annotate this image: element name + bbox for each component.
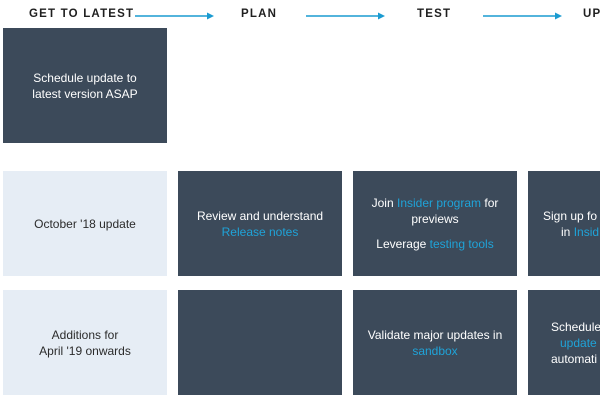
row2-label-line-1: Additions for [51, 327, 119, 342]
plan-box-row2 [178, 290, 342, 395]
sandbox-link[interactable]: sandbox [412, 343, 458, 358]
test-box-line-2: previews [411, 212, 459, 226]
partial-in-text: in [561, 224, 574, 239]
plan-box-row1: Review and understand Release notes [178, 171, 342, 276]
insider-program-link[interactable]: Insider program [396, 196, 482, 210]
test-box-line-1: Join Insider program for [372, 195, 499, 211]
test-row2-line-1: Validate major updates in [367, 327, 503, 342]
header-partial: UP [583, 8, 600, 20]
arrow-icon [135, 12, 214, 20]
partial-row1-line-2: in Insid [543, 224, 599, 240]
test-box-row1: Join Insider program for previews Levera… [353, 171, 517, 276]
update-partial-link[interactable]: update [560, 335, 597, 350]
row-label-october-18: October '18 update [3, 171, 167, 276]
row2-label-line-2: April '19 onwards [39, 343, 131, 358]
partial-box-row2: Schedule update automati [528, 290, 600, 395]
row-label-april-19: Additions for April '19 onwards [3, 290, 167, 395]
schedule-line-2: latest version ASAP [32, 86, 138, 101]
header-test: TEST [417, 8, 452, 20]
schedule-update-box: Schedule update to latest version ASAP [3, 28, 167, 143]
header-plan: PLAN [241, 8, 278, 20]
test-box-line-3: Leverage testing tools [376, 236, 493, 252]
testing-tools-link[interactable]: testing tools [429, 237, 494, 251]
schedule-line-1: Schedule update to [33, 70, 137, 85]
test-box-row2: Validate major updates in sandbox [353, 290, 517, 395]
header-get-to-latest: GET TO LATEST [29, 8, 135, 20]
partial-row2-line-1: Schedule [551, 319, 600, 334]
row-label-text: October '18 update [34, 216, 136, 231]
partial-box-row1: Sign up fo in Insid [528, 171, 600, 276]
test-join-text: Join [371, 196, 397, 210]
plan-box-line-1: Review and understand [196, 208, 324, 223]
insider-partial-link[interactable]: Insid [573, 224, 600, 239]
arrow-icon [306, 12, 385, 20]
arrow-icon [483, 12, 562, 20]
test-leverage-text: Leverage [376, 237, 430, 251]
partial-row2-line-3: automati [551, 351, 598, 366]
partial-row1-line-1: Sign up fo [543, 208, 598, 223]
test-for-text: for [481, 196, 499, 210]
release-notes-link[interactable]: Release notes [221, 224, 299, 239]
